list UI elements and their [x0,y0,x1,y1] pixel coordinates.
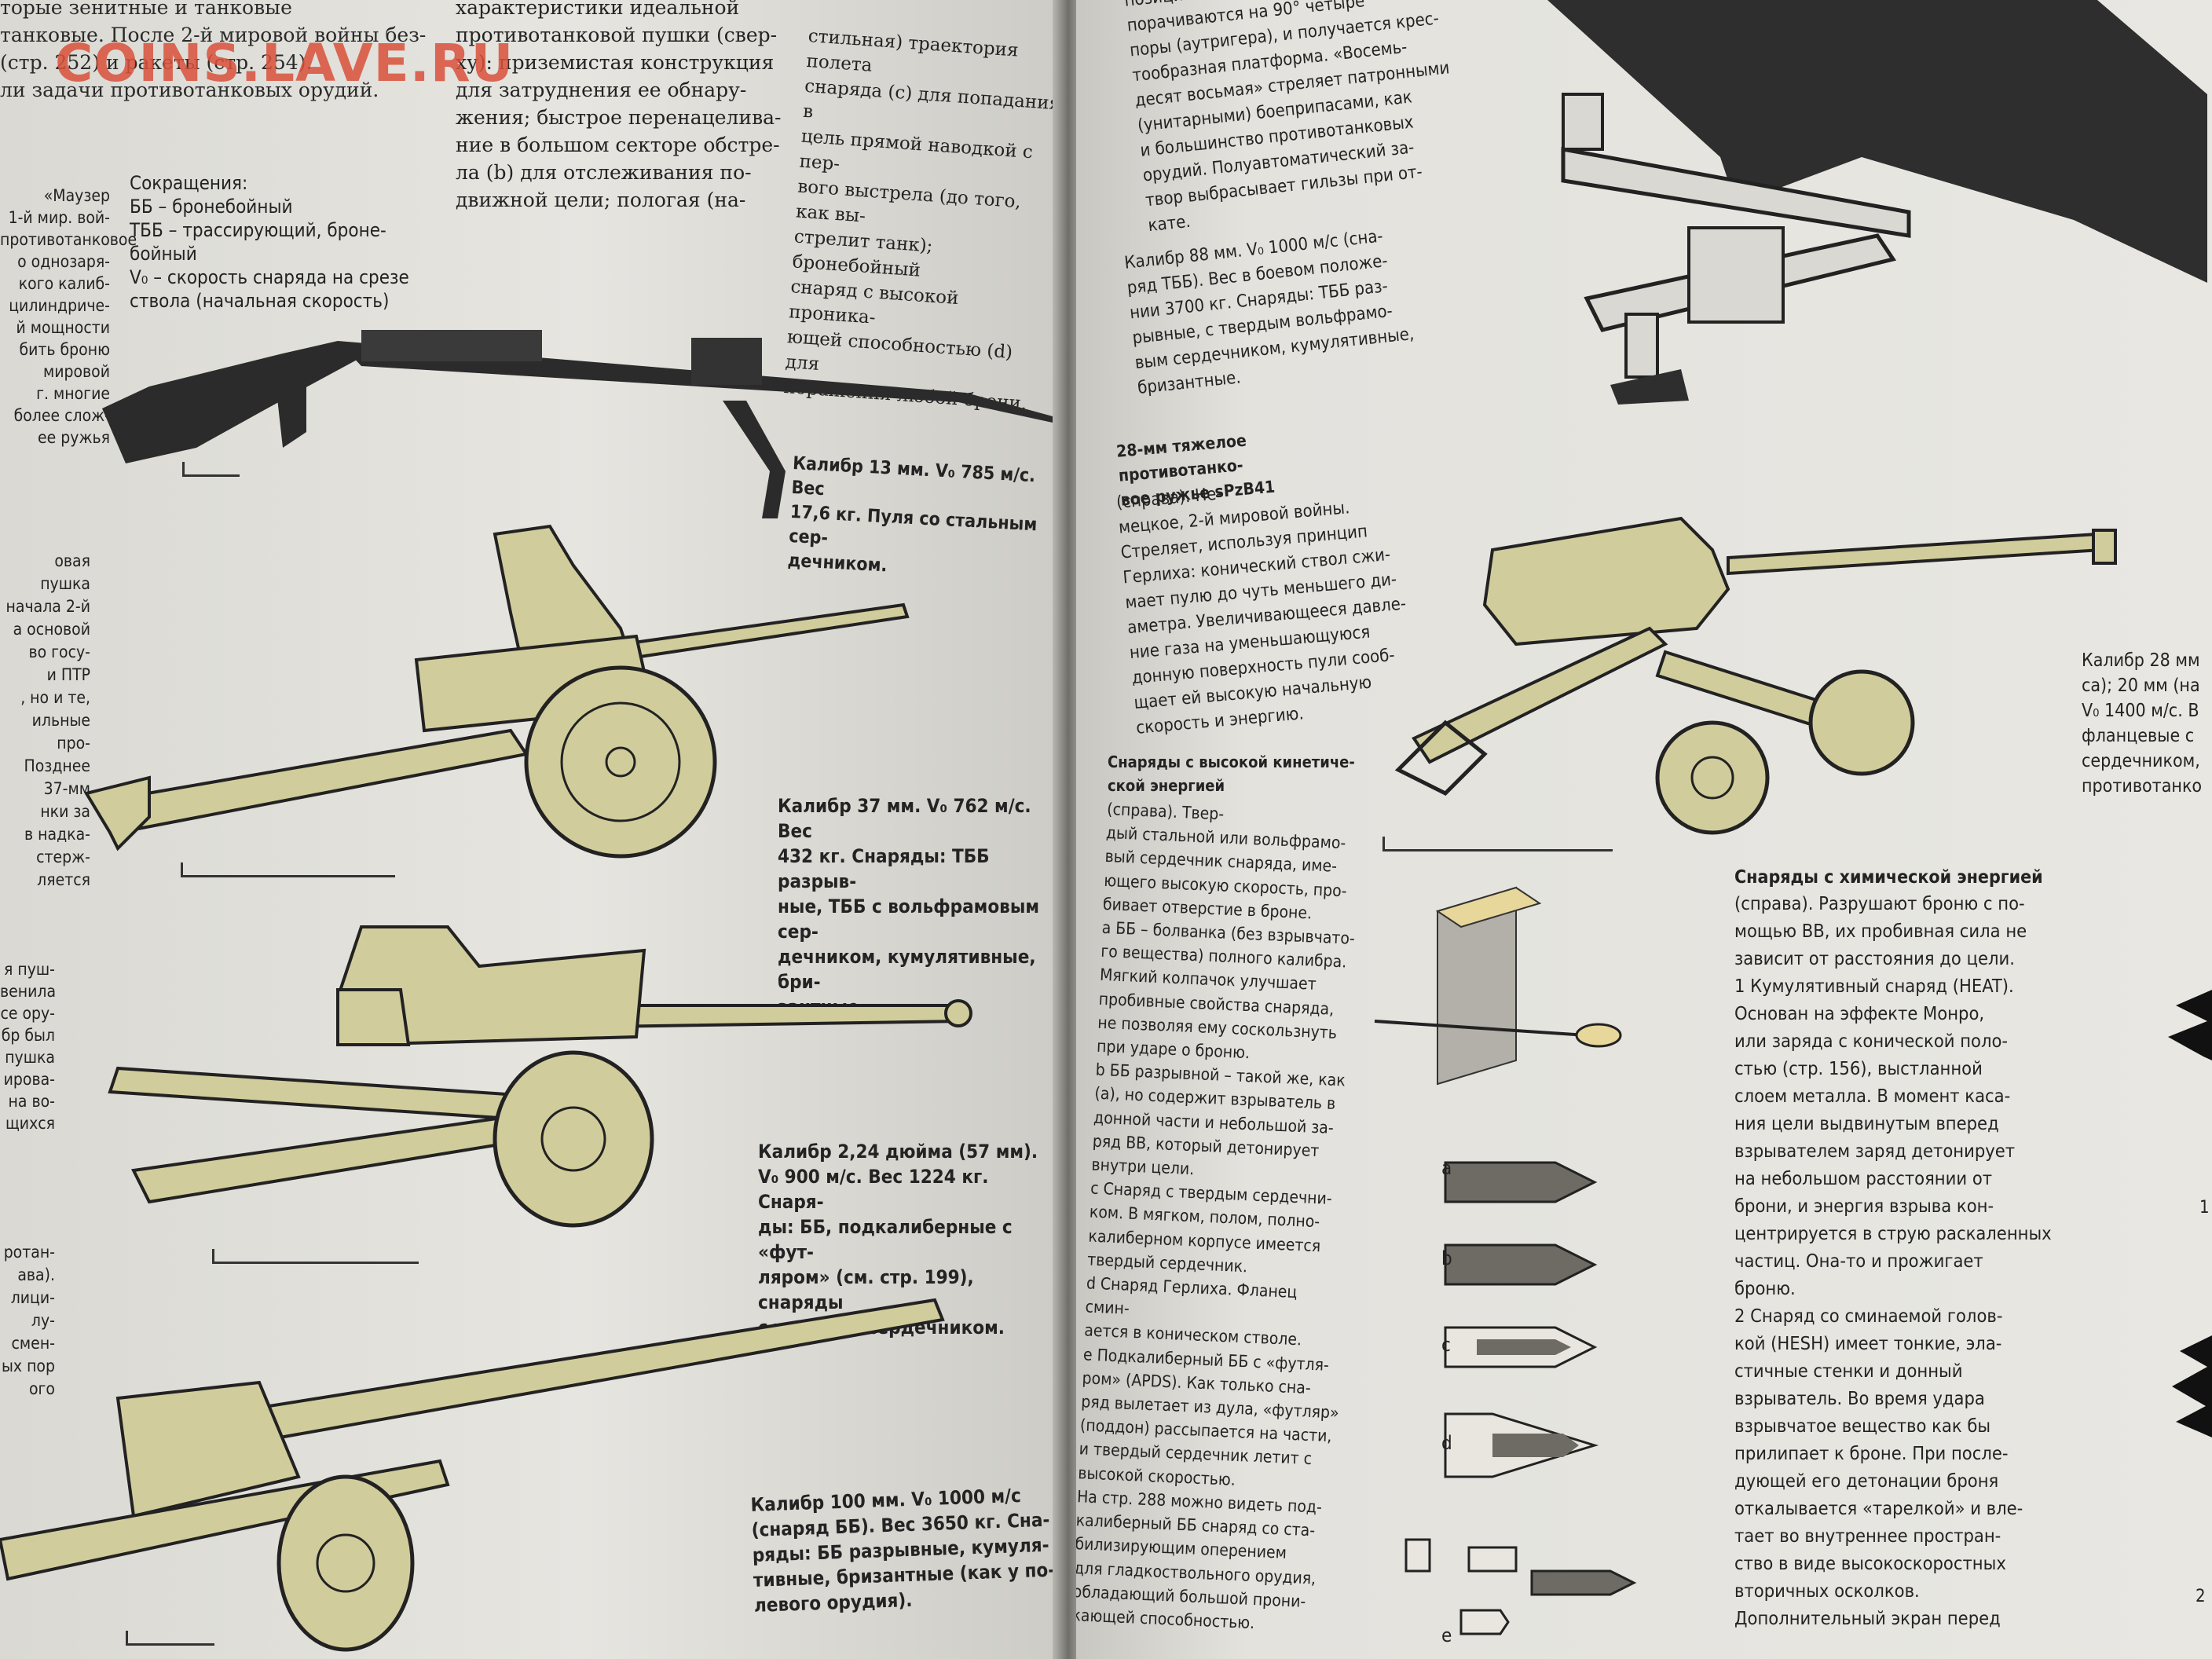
kinetic-shells-drawing [1374,886,1637,1635]
caption-100mm: Калибр 100 мм. V₀ 1000 м/с (снаряд ББ). … [750,1484,1056,1617]
left-top-text: торые зенитные и танковые танковые. Посл… [0,0,427,101]
gun-88mm-drawing [1547,0,2207,405]
chemical-shells-drawing [2168,990,2212,1437]
caption-37mm: Калибр 37 мм. V₀ 762 м/с. Вес 432 кг. Сн… [778,795,1039,1018]
kinetic-title: Снаряды с высокой кинетиче- ской энергие… [1108,753,1355,795]
edge-number-1: 1 [2199,1198,2210,1218]
scale-bar-57mm [212,1249,419,1264]
shell-label-e: e [1441,1624,1452,1646]
watermark: COINS.LAVE.RU [55,33,515,93]
left-column-mid: характеристики идеальной противотанковой… [456,0,782,211]
side-text-3: я пуш- венила се ору- бр был пушка ирова… [0,960,57,1133]
gun-37mm-drawing [83,524,910,859]
side-text-2: овая пушка начала 2-й а основой во госу-… [5,551,90,889]
chemical-body: (справа). Разрушают броню с по- мощью ВВ… [1734,892,2052,1629]
edge-caption: Калибр 28 мм са); 20 мм (на V₀ 1400 м/с.… [2082,650,2203,797]
side-text-1: «Маузер 1-й мир. вой- противотанковое о … [0,186,137,447]
edge-number-2: 2 [2196,1587,2206,1606]
scale-bar-37mm [181,862,395,877]
scale-bar-rifle [182,462,240,477]
kinetic-body: (справа). Твер- дый стальной или вольфра… [1076,799,1356,1633]
side-text-4: ротан- ава). лици- лу- смен- ых пор ого [1,1243,55,1398]
caption-57mm: Калибр 2,24 дюйма (57 мм). V₀ 900 м/с. В… [758,1141,1038,1339]
shell-label-a: a [1441,1157,1452,1179]
chemical-title: Снаряды с химической энергией [1734,867,2043,888]
gun-100mm-drawing [0,1298,945,1652]
left-page: торые зенитные и танковые танковые. Посл… [0,0,1060,1659]
abbreviations: Сокращения: ББ – бронебойный ТББ – трасс… [130,172,409,312]
antitank-rifle-drawing [102,330,1053,518]
scale-bar-spzb41 [1382,837,1613,851]
shell-label-d: d [1441,1432,1452,1454]
gun-57mm-drawing [108,925,972,1228]
scale-bar-100mm [126,1631,214,1646]
shell-label-b: b [1441,1247,1452,1269]
right-page: позиции они сняли порачиваются на 90° че… [1076,0,2212,1659]
shell-label-c: c [1441,1334,1451,1356]
spzb41-drawing [1394,516,2117,835]
